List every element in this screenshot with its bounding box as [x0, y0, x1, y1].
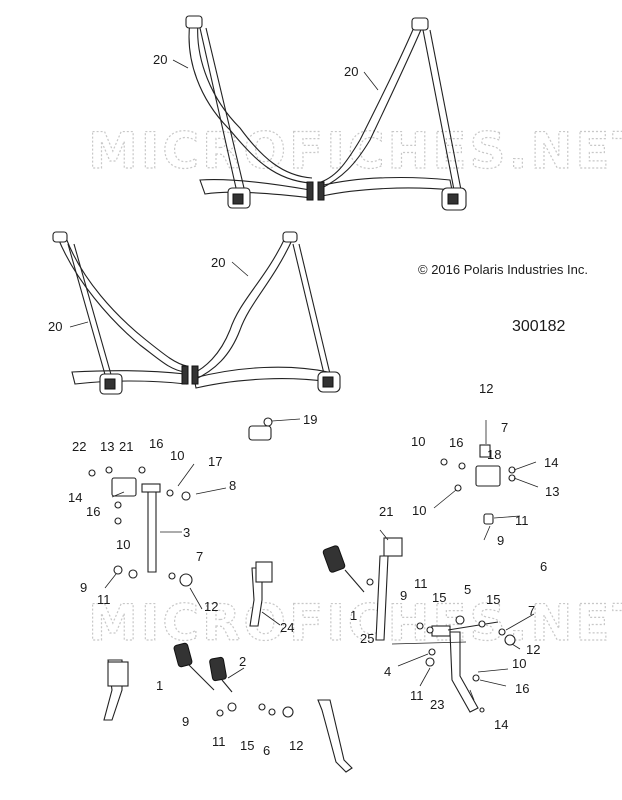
callout-10: 10: [170, 448, 184, 463]
callout-20: 20: [211, 255, 225, 270]
callout-7: 7: [528, 603, 535, 618]
callout-20: 20: [48, 319, 62, 334]
callout-11: 11: [414, 576, 428, 591]
callout-12: 12: [479, 381, 493, 396]
callout-9: 9: [400, 588, 407, 603]
callout-6: 6: [540, 559, 547, 574]
upper-belt-assembly: [185, 15, 467, 211]
callout-7: 7: [501, 420, 508, 435]
callout-7: 7: [196, 549, 203, 564]
callout-11: 11: [515, 513, 529, 528]
callout-17: 17: [208, 454, 222, 469]
callout-16: 16: [515, 681, 529, 696]
callout-8: 8: [229, 478, 236, 493]
callout-2: 2: [239, 654, 246, 669]
callout-13: 13: [545, 484, 559, 499]
callout-13: 13: [100, 439, 114, 454]
callout-10: 10: [512, 656, 526, 671]
callout-21: 21: [119, 439, 133, 454]
callout-16: 16: [149, 436, 163, 451]
lower-belt-assembly: [52, 231, 341, 395]
callout-9: 9: [497, 533, 504, 548]
callout-15: 15: [432, 590, 446, 605]
callout-14: 14: [68, 490, 82, 505]
callout-12: 12: [526, 642, 540, 657]
callout-19: 19: [303, 412, 317, 427]
callout-24: 24: [280, 620, 294, 635]
callout-16: 16: [86, 504, 100, 519]
callout-5: 5: [464, 582, 471, 597]
callout-23: 23: [430, 697, 444, 712]
callout-1: 1: [350, 608, 357, 623]
callout-9: 9: [80, 580, 87, 595]
callout-14: 14: [544, 455, 558, 470]
callout-25: 25: [360, 631, 374, 646]
callout-9: 9: [182, 714, 189, 729]
callout-3: 3: [183, 525, 190, 540]
copyright-text: © 2016 Polaris Industries Inc.: [418, 262, 588, 277]
leader-lines: [69, 59, 539, 701]
watermark-top: MICROFICHES.NET: [88, 122, 622, 180]
callout-14: 14: [494, 717, 508, 732]
callout-6: 6: [263, 743, 270, 758]
callout-15: 15: [486, 592, 500, 607]
callout-22: 22: [72, 439, 86, 454]
callout-15: 15: [240, 738, 254, 753]
callout-10: 10: [411, 434, 425, 449]
callout-18: 18: [487, 447, 501, 462]
hardware-parts: [88, 417, 516, 773]
callout-1: 1: [156, 678, 163, 693]
callout-12: 12: [204, 599, 218, 614]
callout-11: 11: [97, 592, 111, 607]
callout-12: 12: [289, 738, 303, 753]
callout-10: 10: [412, 503, 426, 518]
callout-11: 11: [212, 734, 226, 749]
callout-20: 20: [344, 64, 358, 79]
diagram-number: 300182: [512, 318, 565, 335]
callout-10: 10: [116, 537, 130, 552]
callout-labels: 20 20 20 20 19 22 13 21 16 10 17 8 14 16…: [48, 52, 559, 758]
watermark-bottom: MICROFICHES.NET: [88, 594, 622, 652]
callout-20: 20: [153, 52, 167, 67]
callout-11: 11: [410, 688, 424, 703]
callout-4: 4: [384, 664, 391, 679]
callout-16: 16: [449, 435, 463, 450]
callout-21: 21: [379, 504, 393, 519]
